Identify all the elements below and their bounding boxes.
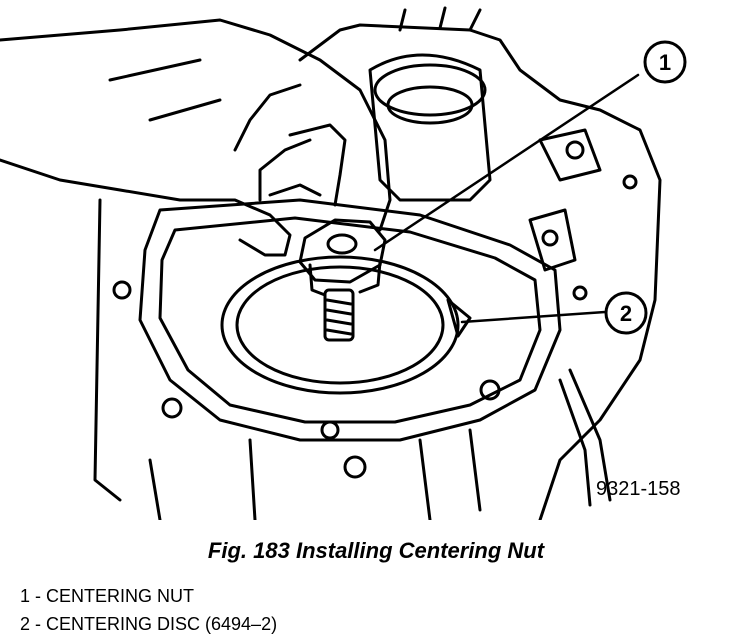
figure-caption: Fig. 183 Installing Centering Nut [207,538,545,563]
housing-upper [298,23,662,520]
figure-code: 9321-158 [596,478,681,500]
housing-bore [373,63,487,117]
centering-disc-inner [235,265,445,385]
legend: 1 - CENTERING NUT 2 - CENTERING DISC (64… [20,582,277,638]
callout-2-number: 2 [620,301,632,326]
mounting-flange [138,198,562,442]
callout-2-circle [604,291,648,335]
housing-lower [93,198,482,520]
centering-disc-outer [220,255,460,395]
callout-1-number: 1 [659,50,671,75]
leader-line-1 [373,73,640,252]
transmission-illustration: 1 2 9321-158 [0,6,687,520]
callout-1-circle [643,40,687,84]
legend-item-2: 2 - CENTERING DISC (6494–2) [20,614,278,634]
housing-neck [368,53,492,202]
hand [0,18,392,257]
legend-item-1: 1 - CENTERING NUT [20,586,195,606]
leader-line-2 [460,310,607,324]
stud [323,288,355,342]
centering-nut [298,218,387,284]
callout-1: 1 [643,40,687,84]
callout-2: 2 [604,291,648,335]
